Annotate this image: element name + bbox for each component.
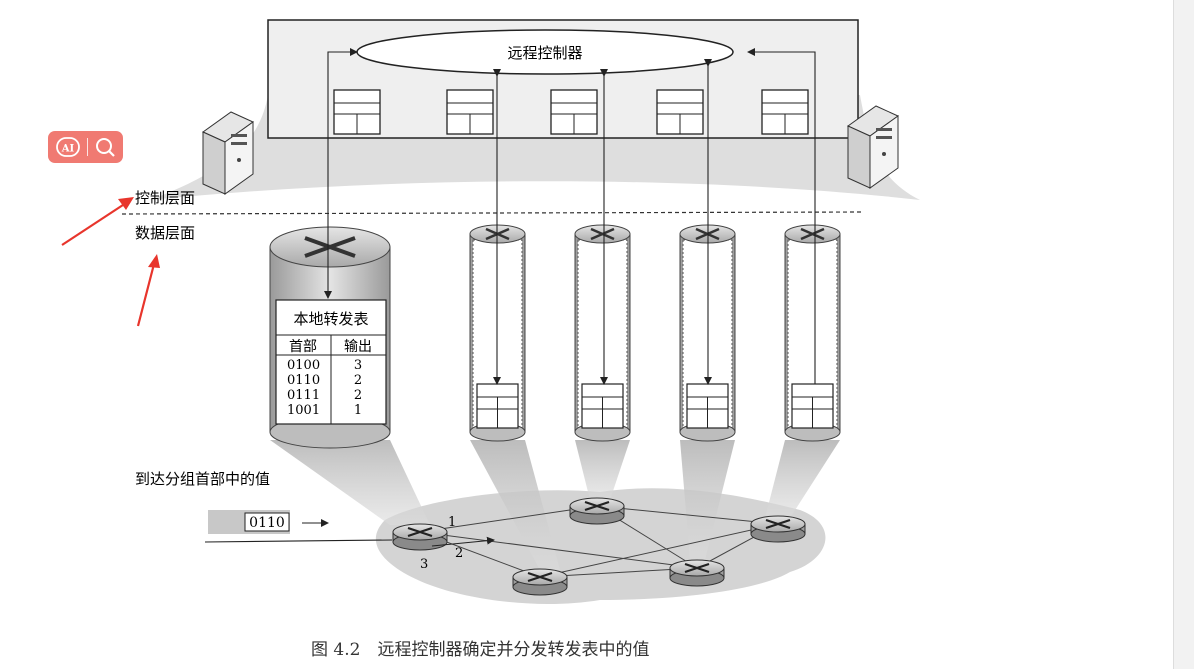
controller-table-icon <box>550 89 598 135</box>
network-routers <box>392 497 806 596</box>
controller-table-icon <box>333 89 381 135</box>
router-beam <box>575 440 630 500</box>
router-icon <box>569 497 625 525</box>
table-cell-output: 1 <box>354 403 362 418</box>
data-plane-label: 数据层面 <box>135 224 195 242</box>
ai-icon[interactable]: AI <box>55 136 81 158</box>
router-icon <box>512 568 568 596</box>
figure-caption: 图 4.2 远程控制器确定并分发转发表中的值 <box>311 640 649 660</box>
controller-table-icon <box>761 89 809 135</box>
scrollbar[interactable] <box>1173 0 1194 669</box>
search-icon[interactable] <box>94 136 116 158</box>
controller-title: 远程控制器 <box>507 44 582 62</box>
cylinders <box>469 224 841 442</box>
table-cell-output: 2 <box>354 373 362 388</box>
local-forwarding-table: 本地转发表 首部 输出 0100 3 0110 2 0111 2 1001 1 <box>275 299 387 425</box>
router-icon <box>392 523 448 551</box>
server-icon-left <box>202 111 254 195</box>
table-header-prefix: 首部 <box>289 339 317 355</box>
controller-table-icon <box>446 89 494 135</box>
table-cell-prefix: 0111 <box>287 388 320 403</box>
packet-header-value: 0110 <box>249 515 285 531</box>
table-cell-prefix: 1001 <box>287 403 320 418</box>
annotation-arrow-up <box>61 197 134 246</box>
router-icon <box>750 515 806 543</box>
table-header-output: 输出 <box>344 339 372 355</box>
table-cell-output: 2 <box>354 388 362 403</box>
toolbar-separator <box>87 138 88 156</box>
port-label-2: 2 <box>455 546 463 561</box>
port-label-1: 1 <box>448 515 456 530</box>
packet-caption: 到达分组首部中的值 <box>135 470 270 488</box>
table-cell-output: 3 <box>354 358 362 373</box>
controller-links <box>324 48 816 385</box>
ai-toolbar[interactable]: AI <box>48 131 123 163</box>
router-beam-main <box>270 440 430 525</box>
table-cell-prefix: 0110 <box>287 373 320 388</box>
controller-tables <box>333 89 809 135</box>
plane-divider <box>121 211 863 215</box>
table-title: 本地转发表 <box>293 310 368 328</box>
port-label-3: 3 <box>420 557 428 572</box>
packet-header-box <box>244 512 290 532</box>
server-icon-right <box>847 105 899 189</box>
router-cylinder <box>574 224 631 442</box>
svg-text:AI: AI <box>61 144 75 155</box>
incoming-link <box>204 539 393 543</box>
port-2-arrow <box>431 536 495 547</box>
router-beam <box>765 440 840 518</box>
table-cell-prefix: 0100 <box>287 358 320 373</box>
router-beam <box>470 440 560 570</box>
router-icon <box>669 559 725 587</box>
annotation-arrow-down-up <box>136 254 160 327</box>
beams <box>270 440 840 570</box>
router-cylinder <box>784 224 841 442</box>
router-beam <box>680 440 735 560</box>
controller-table-icon <box>656 89 704 135</box>
control-plane-label: 控制层面 <box>135 189 195 207</box>
